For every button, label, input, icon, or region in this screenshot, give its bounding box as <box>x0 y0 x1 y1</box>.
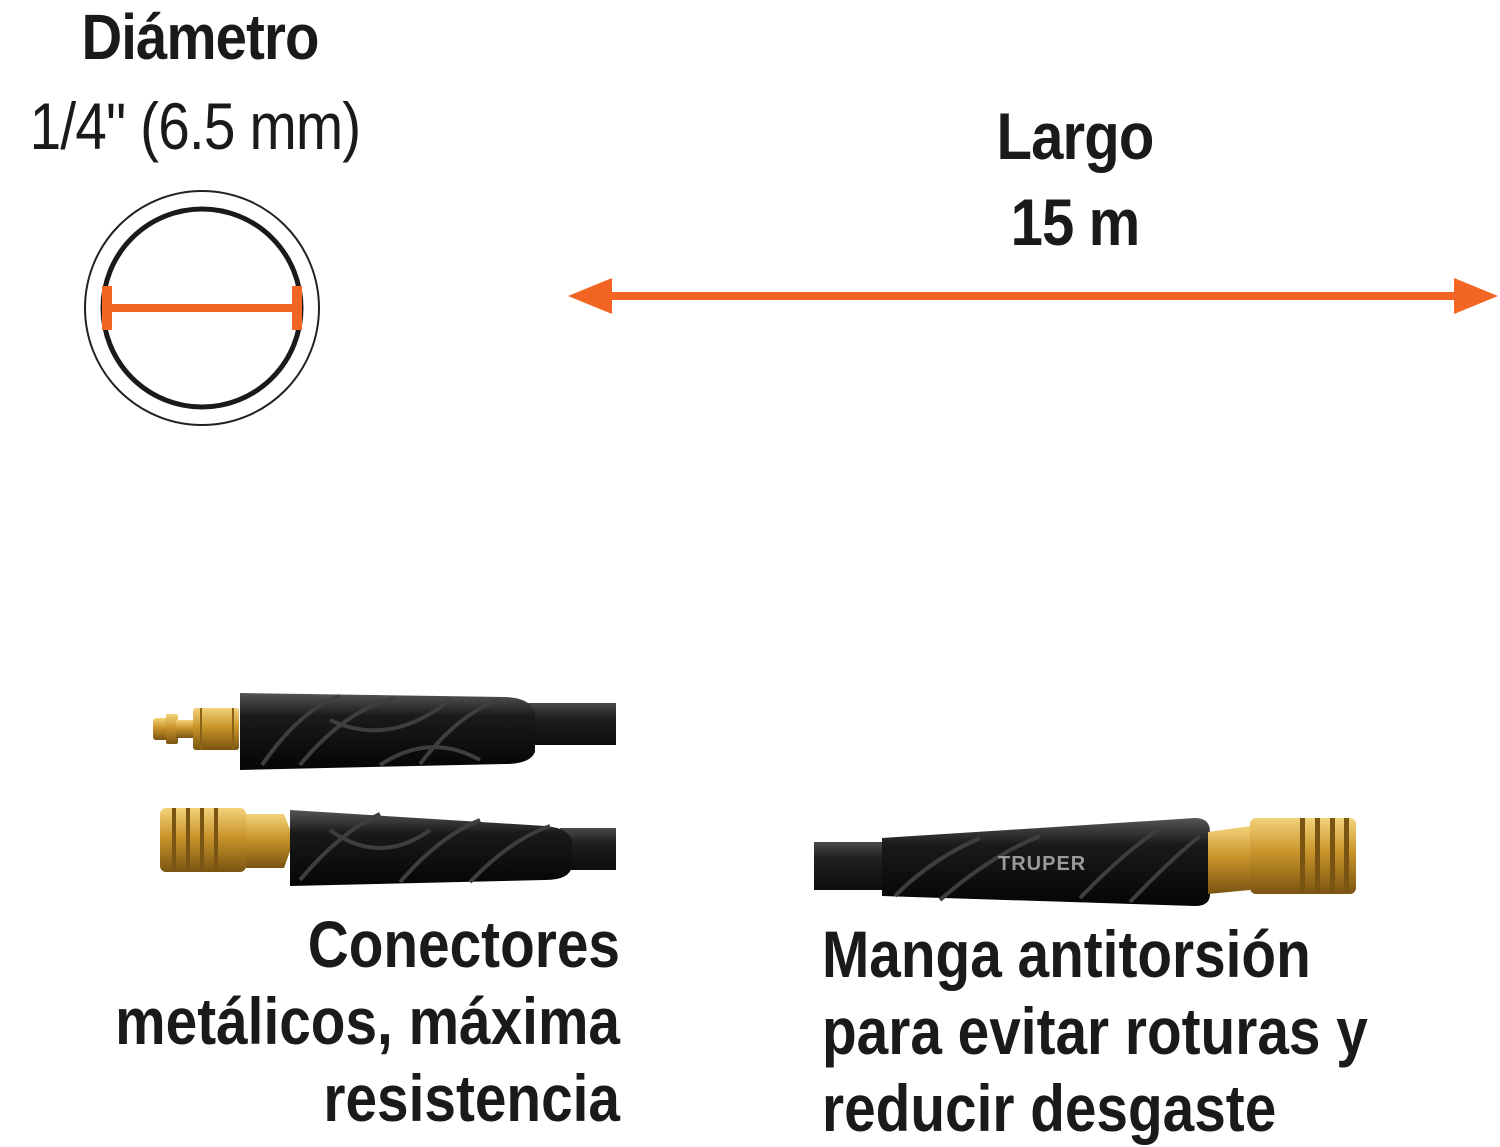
connectors-caption-line: metálicos, máxima <box>115 984 620 1058</box>
length-title: Largo <box>996 99 1155 173</box>
male-plug-connector <box>153 693 616 770</box>
connectors-caption-line: resistencia <box>323 1061 620 1135</box>
length-arrow-icon <box>568 278 1498 314</box>
sleeve-caption-line: para evitar roturas y <box>822 994 1368 1068</box>
hose-with-antitorsion-sleeve: TRUPER <box>814 818 1356 906</box>
length-value: 15 m <box>1010 185 1141 259</box>
connectors-caption-line: Conectores <box>307 907 620 981</box>
diameter-value: 1/4" (6.5 mm) <box>29 89 362 163</box>
connectors-caption: Conectores metálicos, máxima resistencia <box>115 906 620 1137</box>
diameter-title: Diámetro <box>81 1 319 73</box>
sleeve-caption: Manga antitorsión para evitar roturas y … <box>822 916 1368 1147</box>
diameter-icon <box>84 190 320 426</box>
female-coupler-connector <box>160 808 616 886</box>
sleeve-caption-line: reducir desgaste <box>822 1071 1277 1145</box>
sleeve-caption-line: Manga antitorsión <box>822 917 1311 991</box>
brand-logo: TRUPER <box>998 853 1086 875</box>
